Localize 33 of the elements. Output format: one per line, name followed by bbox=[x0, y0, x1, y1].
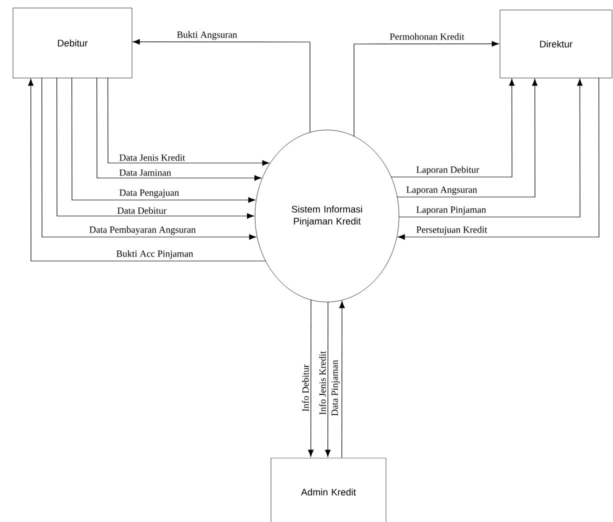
edge-label: Persetujuan Kredit bbox=[416, 226, 488, 235]
arrow bbox=[132, 39, 310, 133]
edge-label: Info Jenis Kredit bbox=[319, 351, 326, 415]
edge-label: Bukti Angsuran bbox=[177, 31, 238, 40]
edge-label: Data Debitur bbox=[117, 207, 166, 214]
edge-label: Bukti Acc Pinjaman bbox=[116, 250, 194, 259]
edge-label: Data Jaminan bbox=[119, 169, 172, 176]
arrow bbox=[72, 78, 256, 203]
arrow bbox=[390, 78, 515, 178]
arrow bbox=[396, 78, 538, 198]
arrow bbox=[398, 78, 583, 218]
arrow bbox=[56, 78, 254, 219]
edge-label: Data Pinjaman bbox=[332, 360, 340, 416]
arrow bbox=[354, 41, 499, 137]
edge-label: Data Pembayaran Angsuran bbox=[89, 226, 196, 235]
arrow bbox=[28, 78, 266, 262]
edge-label: Info Debitur bbox=[302, 364, 309, 412]
entity-box: Direktur bbox=[500, 10, 612, 78]
arrow bbox=[96, 78, 262, 181]
entity-box: Admin Kredit bbox=[270, 458, 386, 522]
entity-box: Debitur bbox=[12, 8, 132, 78]
edge-label: Laporan Debitur bbox=[416, 166, 480, 175]
arrow bbox=[325, 302, 331, 457]
edge-label: Laporan Pinjaman bbox=[416, 206, 486, 215]
arrow bbox=[42, 78, 256, 240]
arrow bbox=[108, 78, 270, 166]
edge-label: Permohonan Kredit bbox=[390, 33, 464, 40]
edge-label: Data Pengajuan bbox=[119, 189, 179, 198]
arrow bbox=[398, 78, 600, 240]
edge-label: Laporan Angsuran bbox=[406, 186, 478, 195]
edge-label: Data Jenis Kredit bbox=[119, 154, 186, 161]
arrow bbox=[339, 301, 345, 458]
arrow bbox=[308, 300, 314, 457]
